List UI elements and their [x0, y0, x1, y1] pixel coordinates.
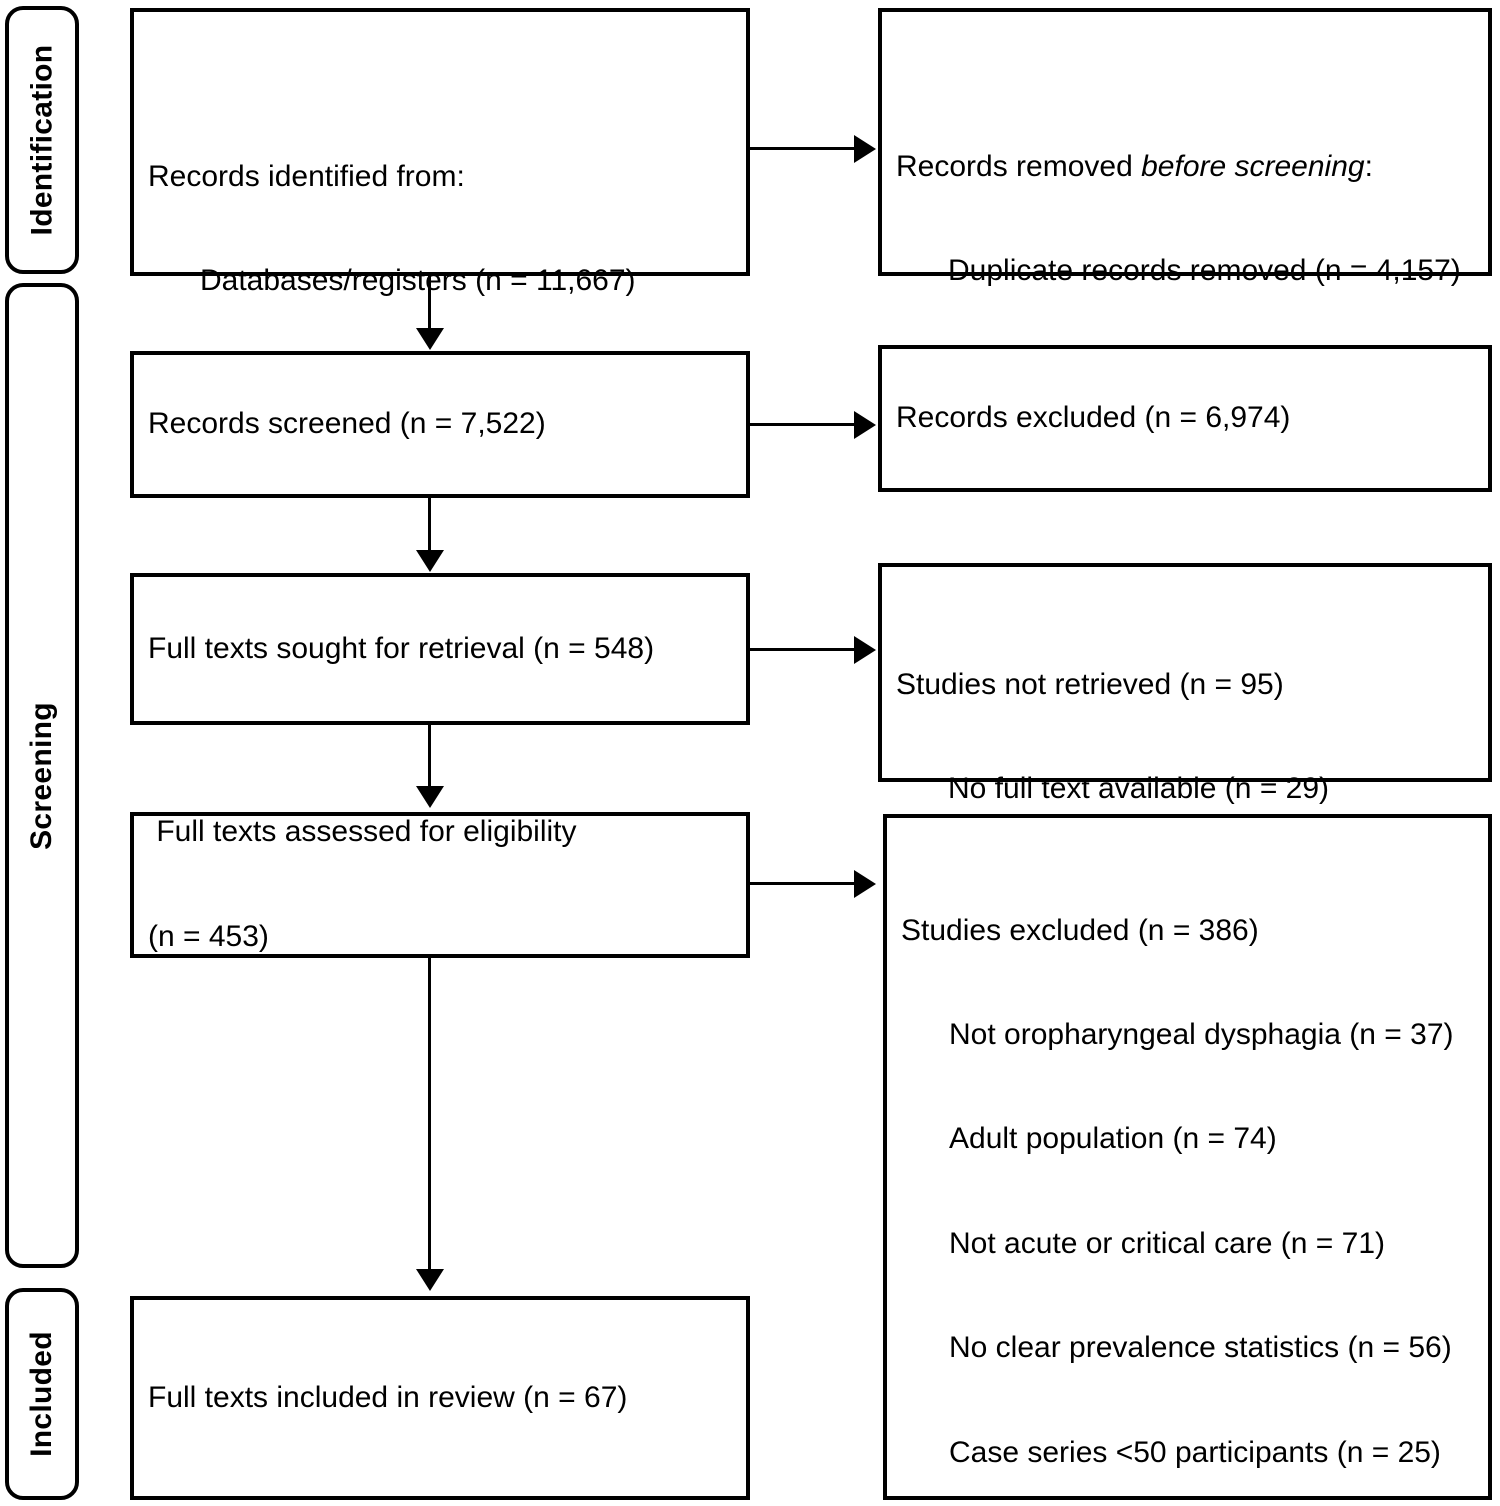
- records-removed-line1-suffix: :: [1364, 149, 1373, 183]
- full-texts-sought-text: Full texts sought for retrieval (n = 548…: [134, 562, 668, 736]
- full-texts-assessed-line2: (n = 453): [148, 919, 269, 953]
- connector-sought-to-assessed: [428, 725, 431, 787]
- records-removed-line1: Records removed before screening:: [896, 150, 1461, 185]
- phase-included: Included: [5, 1288, 79, 1500]
- studies-excluded-line1: Studies excluded (n = 386): [901, 913, 1259, 947]
- box-full-texts-included: Full texts included in review (n = 67): [130, 1296, 750, 1500]
- arrow-identified-to-removed: [854, 135, 876, 163]
- box-records-identified: Records identified from: Databases/regis…: [130, 8, 750, 401]
- studies-excluded-line2: Not oropharyngeal dysphagia (n = 37): [949, 1017, 1454, 1051]
- box-studies-not-retrieved: Studies not retrieved (n = 95) No full t…: [878, 563, 1492, 1014]
- records-screened-line1: Records screened (n = 7,522): [148, 407, 546, 441]
- records-excluded-text: Records excluded (n = 6,974): [882, 332, 1304, 506]
- studies-excluded-line4: Not acute or critical care (n = 71): [949, 1226, 1386, 1260]
- full-texts-assessed-line1: Full texts assessed for eligibility: [148, 815, 577, 849]
- studies-excluded-line6: Case series <50 participants (n = 25): [949, 1435, 1441, 1469]
- connector-assessed-to-excluded: [750, 882, 854, 885]
- box-records-screened: Records screened (n = 7,522): [130, 351, 750, 498]
- arrow-sought-to-not-retrieved: [854, 636, 876, 664]
- connector-identified-to-removed: [750, 147, 854, 150]
- phase-identification-label: Identification: [25, 44, 58, 236]
- full-texts-assessed-text: Full texts assessed for eligibility (n =…: [134, 746, 591, 1024]
- box-records-removed: Records removed before screening: Duplic…: [878, 8, 1492, 287]
- connector-identified-to-screened: [428, 276, 431, 331]
- phase-identification: Identification: [5, 6, 79, 274]
- box-full-texts-sought: Full texts sought for retrieval (n = 548…: [130, 573, 750, 725]
- phase-screening-label: Screening: [25, 701, 58, 850]
- studies-excluded-line5: No clear prevalence statistics (n = 56): [949, 1331, 1452, 1365]
- arrow-identified-to-screened: [416, 328, 444, 350]
- arrow-assessed-to-excluded: [854, 870, 876, 898]
- studies-excluded-line3: Adult population (n = 74): [949, 1122, 1277, 1156]
- phase-screening: Screening: [5, 283, 79, 1268]
- connector-screened-to-excluded: [750, 423, 854, 426]
- arrow-sought-to-assessed: [416, 786, 444, 808]
- records-screened-text: Records screened (n = 7,522): [134, 338, 560, 512]
- box-studies-excluded: Studies excluded (n = 386) Not oropharyn…: [883, 814, 1492, 1500]
- connector-sought-to-not-retrieved: [750, 648, 854, 651]
- studies-not-retrieved-line1: Studies not retrieved (n = 95): [896, 667, 1284, 701]
- records-removed-line1-prefix: Records removed: [896, 149, 1142, 183]
- full-texts-included-text: Full texts included in review (n = 67): [134, 1311, 641, 1485]
- studies-excluded-text: Studies excluded (n = 386) Not oropharyn…: [887, 818, 1488, 1506]
- records-identified-line1: Records identified from:: [148, 159, 465, 193]
- records-removed-line1-italic: before screening: [1141, 149, 1365, 183]
- arrow-screened-to-sought: [416, 550, 444, 572]
- arrow-assessed-to-included: [416, 1269, 444, 1291]
- box-full-texts-assessed: Full texts assessed for eligibility (n =…: [130, 812, 750, 958]
- studies-not-retrieved-line2: No full text available (n = 29): [948, 771, 1330, 805]
- records-removed-line2: Duplicate records removed (n = 4,157): [948, 253, 1461, 287]
- box-records-excluded: Records excluded (n = 6,974): [878, 345, 1492, 492]
- records-removed-text: Records removed before screening: Duplic…: [882, 12, 1475, 358]
- records-excluded-line1: Records excluded (n = 6,974): [896, 401, 1291, 435]
- phase-included-label: Included: [25, 1331, 58, 1457]
- connector-assessed-to-included: [428, 958, 431, 1270]
- arrow-screened-to-excluded: [854, 411, 876, 439]
- full-texts-included-line1: Full texts included in review (n = 67): [148, 1380, 628, 1414]
- connector-screened-to-sought: [428, 498, 431, 553]
- full-texts-sought-line1: Full texts sought for retrieval (n = 548…: [148, 631, 655, 665]
- records-identified-line2: Databases/registers (n = 11,667): [200, 263, 636, 297]
